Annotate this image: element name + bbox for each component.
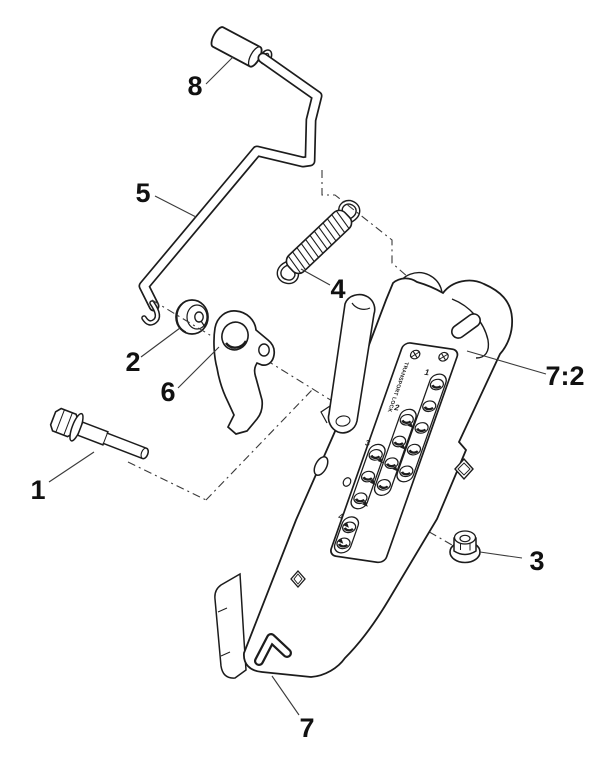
decal-screw [438, 351, 449, 362]
callout-2[interactable]: 2 [125, 327, 181, 377]
spring-coils [287, 210, 350, 275]
chevron-slot [254, 633, 292, 666]
decal-position-4: 4 [337, 511, 345, 521]
part-flange-bolt [49, 407, 149, 460]
callout-8[interactable]: 8 [187, 56, 234, 101]
svg-text:4: 4 [330, 274, 345, 304]
callout-7-2[interactable]: 7:2 [466, 350, 585, 391]
lift-arm-bar [320, 293, 376, 434]
svg-text:3: 3 [529, 546, 544, 576]
decal-position-3: 3 [364, 438, 372, 448]
svg-text:5: 5 [135, 178, 150, 208]
part-cam-lever [213, 310, 276, 435]
callout-7[interactable]: 7 [271, 675, 315, 743]
svg-text:1: 1 [30, 475, 45, 505]
part-grommet [175, 299, 209, 335]
decal-screw [409, 349, 421, 360]
part-extension-spring [276, 199, 361, 285]
svg-text:6: 6 [160, 377, 175, 407]
back-plate-strip [214, 572, 247, 679]
svg-text:2: 2 [125, 347, 140, 377]
spring-anchor-slot [451, 313, 481, 339]
callout-4[interactable]: 4 [300, 268, 346, 304]
svg-text:7: 7 [299, 713, 314, 743]
decal-position-1: 1 [423, 367, 431, 377]
part-flange-nut [449, 530, 481, 564]
callout-5[interactable]: 5 [135, 178, 197, 218]
diamond-hole-large [454, 457, 474, 481]
callout-3[interactable]: 3 [479, 546, 545, 576]
svg-text:8: 8 [187, 71, 202, 101]
decal-position-2: 2 [393, 402, 401, 412]
callout-6[interactable]: 6 [160, 346, 220, 407]
part-handle-rod [138, 52, 323, 326]
diamond-hole-small [290, 570, 306, 588]
svg-text:7:2: 7:2 [545, 361, 584, 391]
callout-1[interactable]: 1 [30, 451, 95, 505]
